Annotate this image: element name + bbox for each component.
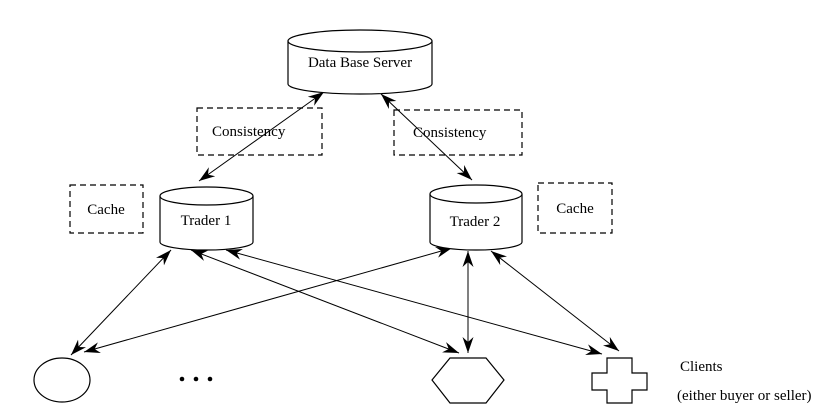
arrow-db-trader2 — [380, 93, 473, 181]
cache-right-box — [537, 182, 613, 234]
clients-caption-line2: (either buyer or seller) — [677, 388, 812, 404]
consistency-left-label: Consistency — [212, 124, 286, 140]
trader1-cylinder — [159, 186, 254, 251]
cache-right-label: Cache — [556, 201, 594, 217]
cache-left-label: Cache — [87, 202, 125, 218]
client-cross — [591, 357, 648, 404]
arrow-trader2-cross — [490, 250, 620, 352]
clients-caption-line1: Clients — [680, 359, 723, 375]
arrow-trader1-cross — [225, 248, 603, 356]
db-server-cylinder — [287, 29, 433, 95]
db-server-label: Data Base Server — [308, 55, 412, 71]
trader1-label: Trader 1 — [181, 213, 232, 229]
consistency-right-label: Consistency — [413, 125, 487, 141]
client-hexagon — [431, 357, 505, 404]
trader2-cylinder — [429, 184, 523, 251]
arrow-trader1-circle — [70, 249, 172, 356]
arrow-trader1-hexagon — [190, 249, 460, 354]
trader2-label: Trader 2 — [450, 214, 501, 230]
arrow-trader2-circle — [83, 247, 453, 353]
client-circle — [33, 357, 91, 403]
ellipsis-dots-icon — [179, 376, 213, 382]
arrow-db-trader1 — [198, 91, 325, 182]
